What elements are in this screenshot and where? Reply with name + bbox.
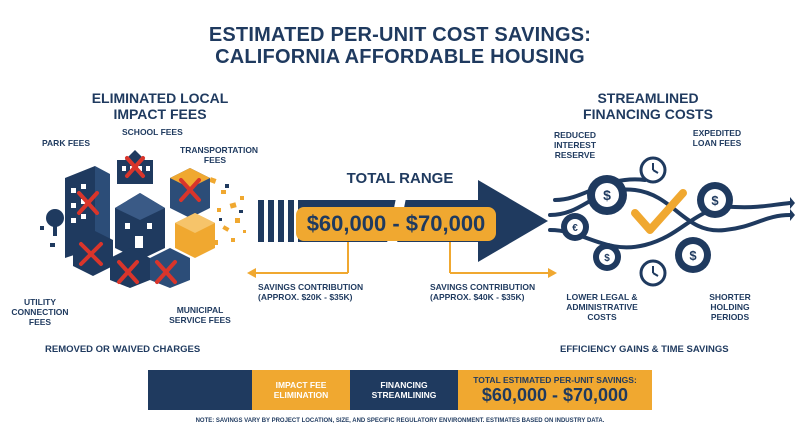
summary-impact-line-1: IMPACT FEE — [275, 380, 327, 390]
buildings-illustration — [40, 150, 246, 288]
left-heading-line-2: IMPACT FEES — [113, 106, 207, 122]
label-lower-legal-costs: LOWER LEGAL & ADMINISTRATIVE COSTS — [562, 292, 642, 322]
svg-text:$: $ — [689, 248, 697, 263]
gear-icon-euro: € — [561, 213, 589, 241]
label-municipal-line-1: MUNICIPAL — [176, 305, 224, 315]
label-expedited-loan-fees: EXPEDITED LOAN FEES — [682, 128, 752, 148]
label-utility-line-3: FEES — [28, 317, 52, 327]
label-loan-line-1: EXPEDITED — [692, 128, 742, 138]
label-utility-fees: UTILITY CONNECTION FEES — [10, 297, 70, 327]
contribution-arrows — [347, 242, 451, 273]
label-municipal-line-2: SERVICE FEES — [169, 315, 231, 325]
right-heading-line-1: STREAMLINED — [597, 90, 699, 106]
svg-text:$: $ — [711, 193, 719, 208]
summary-impact-fee: IMPACT FEE ELIMINATION — [252, 370, 350, 410]
label-holding-line-2: HOLDING — [710, 302, 750, 312]
checkmark-icon — [631, 189, 687, 234]
label-park-fees: PARK FEES — [42, 138, 91, 148]
label-holding-line-1: SHORTER — [709, 292, 751, 302]
label-municipal-fees: MUNICIPAL SERVICE FEES — [160, 305, 240, 325]
contribution-right-line-1: SAVINGS CONTRIBUTION — [430, 282, 536, 292]
label-holding-line-3: PERIODS — [710, 312, 750, 322]
label-utility-line-2: CONNECTION — [11, 307, 69, 317]
contribution-left-line-1: SAVINGS CONTRIBUTION — [258, 282, 364, 292]
contribution-right-line-2: (APPROX. $40K - $35K) — [430, 292, 525, 302]
summary-total-label: TOTAL ESTIMATED PER-UNIT SAVINGS: — [473, 375, 637, 385]
gear-icon: $ — [587, 175, 627, 215]
label-reduced-interest-reserve: REDUCED INTEREST RESERVE — [545, 130, 605, 160]
left-heading-line-1: ELIMINATED LOCAL — [91, 90, 229, 106]
label-reserve-line-3: RESERVE — [554, 150, 596, 160]
contribution-left-line-2: (APPROX. $20K - $35K) — [258, 292, 353, 302]
label-transportation-fees: TRANSPORTATION FEES — [180, 145, 259, 165]
summary-financing-line-1: FINANCING — [380, 380, 428, 390]
label-reserve-line-2: INTEREST — [553, 140, 597, 150]
summary-financing: FINANCING STREAMLINING — [350, 370, 458, 410]
label-legal-line-3: COSTS — [587, 312, 617, 322]
gear-icon-right-top: $ — [697, 182, 733, 218]
svg-text:€: € — [572, 223, 578, 234]
right-heading-line-2: FINANCING COSTS — [583, 106, 713, 122]
gear-icon-right-bottom: $ — [675, 237, 711, 273]
summary-financing-line-2: STREAMLINING — [371, 390, 437, 400]
label-transportation-line-1: TRANSPORTATION — [180, 145, 259, 155]
contribution-left: SAVINGS CONTRIBUTION (APPROX. $20K - $35… — [258, 282, 363, 302]
label-legal-line-1: LOWER LEGAL & — [566, 292, 638, 302]
summary-total: TOTAL ESTIMATED PER-UNIT SAVINGS: $60,00… — [458, 370, 652, 410]
cross-marks — [77, 156, 201, 284]
summary-impact-line-2: ELIMINATION — [273, 390, 329, 400]
debris-fragments — [209, 177, 246, 245]
left-heading: ELIMINATED LOCAL IMPACT FEES — [60, 90, 260, 122]
summary-bar: IMPACT FEE ELIMINATION FINANCING STREAML… — [148, 370, 652, 410]
gear-icon-center: $ — [593, 243, 621, 271]
label-utility-line-1: UTILITY — [23, 297, 57, 307]
clock-icon-bottom — [639, 259, 667, 287]
debris-dark — [40, 184, 243, 247]
right-footer: EFFICIENCY GAINS & TIME SAVINGS — [560, 344, 729, 355]
left-footer: REMOVED OR WAIVED CHARGES — [45, 344, 201, 355]
summary-total-value: $60,000 - $70,000 — [481, 385, 629, 405]
label-reserve-line-1: REDUCED — [553, 130, 597, 140]
contribution-right: SAVINGS CONTRIBUTION (APPROX. $40K - $35… — [430, 282, 535, 302]
label-loan-line-2: LOAN FEES — [692, 138, 742, 148]
label-legal-line-2: ADMINISTRATIVE — [566, 302, 638, 312]
contribution-lines — [247, 268, 557, 278]
svg-text:$: $ — [603, 187, 611, 203]
financing-illustration: $ € $ $ $ — [548, 156, 795, 287]
clock-icon — [639, 156, 667, 184]
title-line-2: CALIFORNIA AFFORDABLE HOUSING — [215, 46, 585, 68]
label-school-fees: SCHOOL FEES — [122, 127, 183, 137]
label-shorter-holding-periods: SHORTER HOLDING PERIODS — [700, 292, 760, 322]
svg-text:$: $ — [604, 253, 610, 264]
range-value-pill: $60,000 - $70,000 — [296, 207, 496, 241]
summary-blank-navy — [148, 370, 252, 410]
total-range-label: TOTAL RANGE — [346, 170, 454, 187]
label-transportation-line-2: FEES — [203, 155, 227, 165]
right-heading: STREAMLINED FINANCING COSTS — [548, 90, 748, 122]
title-line-1: ESTIMATED PER-UNIT COST SAVINGS: — [208, 24, 592, 46]
footnote: NOTE: SAVINGS VARY BY PROJECT LOCATION, … — [195, 418, 605, 424]
